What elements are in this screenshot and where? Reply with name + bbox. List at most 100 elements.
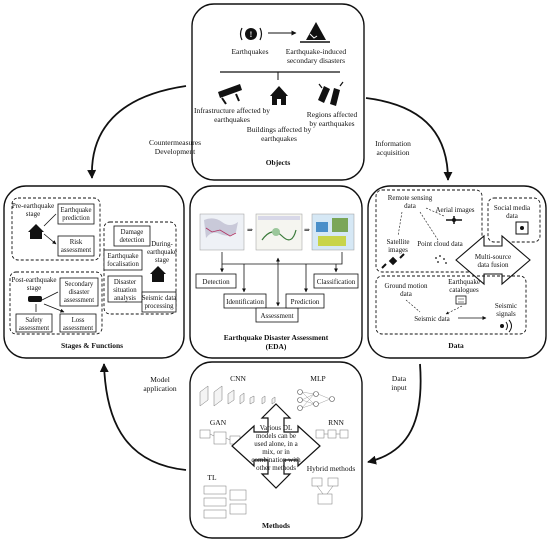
safety-label-1: Safety xyxy=(25,317,43,324)
information-arrow xyxy=(365,97,453,181)
methods-title: Methods xyxy=(262,521,290,530)
gis-thumbnail xyxy=(255,213,303,251)
classification-label: Classification xyxy=(317,278,356,286)
mlp-label: MLP xyxy=(310,374,325,383)
fusion-label-1: Multi-source xyxy=(475,253,511,261)
point-cloud-label: Point cloud data xyxy=(417,240,463,248)
model-label-2: application xyxy=(143,384,177,393)
situation-label-2: situation xyxy=(113,287,137,294)
situation-label-3: analysis xyxy=(114,295,136,302)
infrastructure-icon xyxy=(218,84,242,105)
eq-prediction-label-2: prediction xyxy=(62,215,90,222)
seismic-signals-label-1: Seismic xyxy=(495,302,517,310)
pre-stage-label-1: Pre-earthquake xyxy=(12,202,54,210)
buildings-label-2: earthquakes xyxy=(261,134,297,143)
seismic-data-label: Seismic data xyxy=(414,315,450,323)
methods-center-line-1: Various DL xyxy=(260,424,292,432)
rnn-diagram xyxy=(315,429,349,439)
eda-panel: ⇒ ⇒ Detection Identification Assessment … xyxy=(189,185,363,359)
result-thumbnail xyxy=(311,213,355,251)
during-stage-label-3: stage xyxy=(155,257,169,264)
cnn-label: CNN xyxy=(230,374,246,383)
infrastructure-label-1: Infrastructure affected by xyxy=(194,106,270,115)
stages-panel: Pre-earthquake stage Earthquake predicti… xyxy=(3,185,185,359)
loss-label-1: Loss xyxy=(72,317,85,324)
methods-center-line-5: combination with xyxy=(251,456,301,464)
arrow: ⇒ xyxy=(304,226,310,234)
pre-stage-label-2: stage xyxy=(26,210,40,218)
remote-sensing-label-2: data xyxy=(404,202,417,210)
methods-center-line-3: used alone, in a xyxy=(254,440,298,448)
house-icon xyxy=(28,224,44,239)
damage-detection-label-1: Damage xyxy=(121,229,144,236)
social-media-label-1: Social media xyxy=(494,204,531,212)
data-panel: Remote sensing data Aerial images Satell… xyxy=(367,185,547,359)
tl-diagram xyxy=(203,485,247,519)
eda-title-1: Earthquake Disaster Assessment xyxy=(224,333,329,342)
secondary-assessment-label-3: assessment xyxy=(64,297,94,304)
connector-arrows xyxy=(87,85,453,471)
information-label-2: acquisition xyxy=(377,148,410,157)
secondary-assessment-label-1: Secondary xyxy=(65,281,94,288)
mlp-diagram xyxy=(297,389,335,411)
safety-label-2: assessment xyxy=(19,325,49,332)
objects-title: Objects xyxy=(266,158,291,167)
prediction-label: Prediction xyxy=(291,298,320,306)
focalisation-label-1: Earthquake xyxy=(108,253,139,260)
countermeasures-label-1: Countermeasures xyxy=(149,138,201,147)
identification-label: Identification xyxy=(226,298,264,306)
secondary-disasters-label-1: Earthquake-induced xyxy=(286,47,347,56)
data-input-label-2: input xyxy=(391,383,407,392)
hybrid-label: Hybrid methods xyxy=(307,464,356,473)
eda-title-2: (EDA) xyxy=(266,342,287,351)
model-arrow xyxy=(99,363,187,471)
house-icon xyxy=(270,86,288,105)
remote-sensing-box xyxy=(375,189,483,273)
during-stage-label-2: earthquake xyxy=(147,249,177,256)
methods-center-line-6: other methods xyxy=(256,464,296,472)
secondary-assessment-label-2: disaster xyxy=(69,289,90,296)
model-label-1: Model xyxy=(150,375,170,384)
point-cloud-icon xyxy=(435,255,447,264)
seismic-box xyxy=(375,275,527,335)
collapsed-buildings-icon xyxy=(318,81,344,106)
svg-text:!: ! xyxy=(250,30,253,39)
risk-label-2: assessment xyxy=(61,247,91,254)
eq-prediction-label-1: Earthquake xyxy=(61,207,92,214)
cnn-diagram xyxy=(199,385,276,407)
loss-label-2: assessment xyxy=(63,325,93,332)
data-input-label-1: Data xyxy=(392,374,407,383)
information-label-1: Information xyxy=(375,139,411,148)
post-stage-box xyxy=(9,271,103,335)
signal-icon xyxy=(500,319,512,333)
during-stage-label-1: During- xyxy=(151,241,173,248)
regions-label-2: by earthquakes xyxy=(309,119,354,128)
satellite-label-1: Satellite xyxy=(387,238,410,246)
rnn-label: RNN xyxy=(328,418,344,427)
data-title: Data xyxy=(448,341,464,350)
damage-detection-label-2: detection xyxy=(120,237,146,244)
post-stage-label-1: Post-earthquake xyxy=(11,276,56,284)
secondary-disasters-label-2: secondary disasters xyxy=(287,56,345,65)
infrastructure-label-2: earthquakes xyxy=(214,115,250,124)
regions-label-1: Regions affected xyxy=(307,110,358,119)
assessment-label: Assessment xyxy=(260,312,293,320)
four-way-arrow xyxy=(231,403,321,489)
landslide-icon xyxy=(300,22,330,43)
data-input-arrow xyxy=(367,363,422,465)
gan-label: GAN xyxy=(210,418,227,427)
tl-label: TL xyxy=(207,473,217,482)
house-icon xyxy=(150,266,166,282)
ground-motion-label-2: data xyxy=(400,290,413,298)
risk-label-1: Risk xyxy=(70,239,83,246)
satellite-label-2: images xyxy=(388,246,408,254)
earthquakes-label: Earthquakes xyxy=(231,47,268,56)
stages-title: Stages & Functions xyxy=(61,341,123,350)
catalogues-label-1: Earthquake xyxy=(448,278,480,286)
countermeasures-arrow xyxy=(87,85,187,179)
buildings-label-1: Buildings affected by xyxy=(247,125,312,134)
drone-icon xyxy=(446,216,462,224)
catalogue-icon xyxy=(455,295,467,305)
catalogues-label-2: catalogues xyxy=(449,286,479,294)
seismic-processing-label-1: Seismic data xyxy=(142,295,177,302)
